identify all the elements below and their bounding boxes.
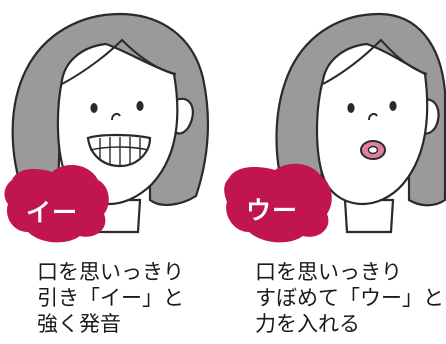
nose xyxy=(368,112,378,121)
grin-face-illustration xyxy=(4,12,209,243)
left-eye xyxy=(347,103,355,113)
nose xyxy=(111,112,121,121)
caption-line: 口を思いっきり xyxy=(37,260,184,284)
neck xyxy=(343,198,395,234)
teeth-dividers xyxy=(99,137,141,166)
caption-line: 口を思いっきり xyxy=(255,260,402,284)
caption-line: 力を入れる xyxy=(255,312,360,336)
pucker-face-illustration xyxy=(224,12,446,243)
bangs-line xyxy=(322,38,428,85)
right-eye xyxy=(389,101,397,111)
right-eye xyxy=(136,101,144,111)
caption-oo: 口を思いっきり すぼめて「ウー」と 力を入れる xyxy=(255,259,444,337)
pucker-opening xyxy=(367,145,379,155)
badge-blob xyxy=(4,165,109,243)
badge-label-oo: ウー xyxy=(246,196,299,225)
caption-line: すぼめて「ウー」と xyxy=(255,286,444,310)
caption-line: 強く発音 xyxy=(37,312,121,336)
pucker-face-panel xyxy=(223,0,446,250)
face xyxy=(315,42,429,206)
caption-ee: 口を思いっきり 引き「イー」と 強く発音 xyxy=(37,259,184,337)
badge-blob xyxy=(224,163,332,243)
left-eye xyxy=(90,103,98,113)
grin-mouth xyxy=(86,133,152,168)
badge-label-ee: イー xyxy=(26,198,79,227)
caption-line: 引き「イー」と xyxy=(37,286,184,310)
bangs-line xyxy=(61,38,177,85)
grin-face-panel xyxy=(0,0,223,250)
